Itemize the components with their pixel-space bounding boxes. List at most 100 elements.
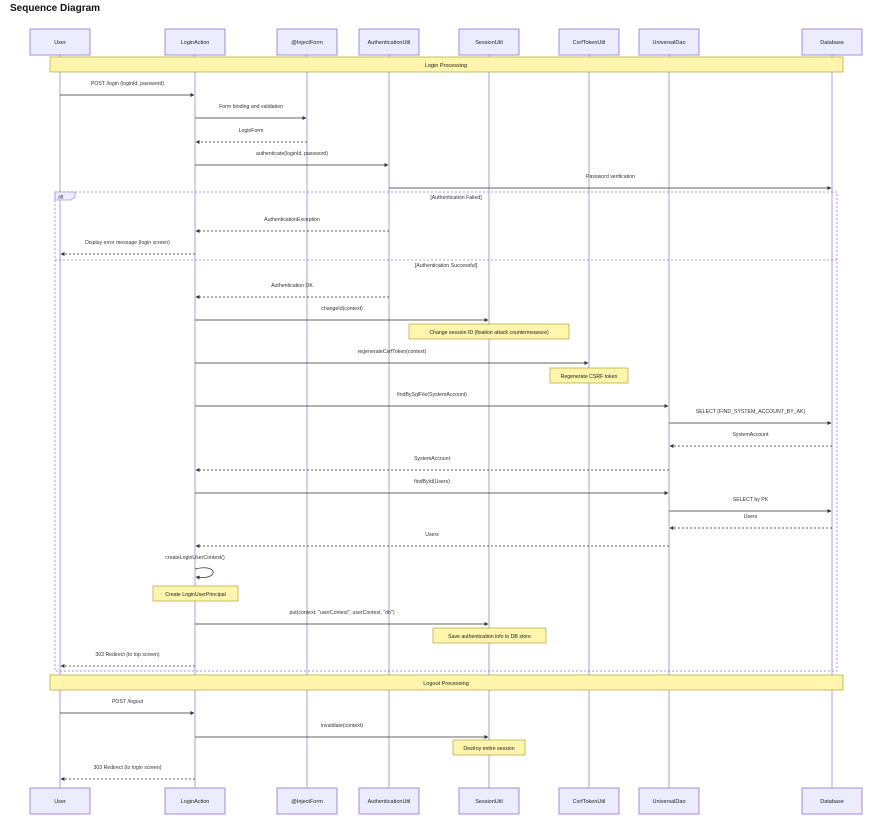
message: SystemAccount [195,456,669,472]
message: POST /login (loginId, password) [60,81,195,97]
message: changeId(context) [195,306,489,322]
actor-label: @InjectForm [291,799,323,805]
message-label: SELECT by PK [733,497,769,503]
band-label: Logout Processing [423,681,469,687]
actor-dao-bottom: UniversalDao [638,787,700,815]
message: SELECT by PK [669,497,832,513]
actor-authutil-bottom: AuthenticationUtil [358,787,420,815]
message: invalidate(context) [195,723,489,739]
actor-label: SessionUtil [475,40,503,46]
alt-fragment: alt [Authentication Failed] [Authenticatio… [54,191,838,672]
actor-authutil-top: AuthenticationUtil [358,28,420,56]
note: Destroy entire session [452,739,526,756]
actor-label: SessionUtil [475,799,503,805]
actor-label: Database [820,799,844,805]
note: Regenerate CSRF token [549,367,629,384]
message-label: SystemAccount [414,456,451,462]
message-label: changeId(context) [321,306,363,312]
message: POST /logout [60,699,195,715]
alt-section-label: [Authentication Successful] [415,263,478,269]
band-login: Login Processing [49,56,844,73]
message: SELECT (FIND_SYSTEM_ACCOUNT_BY_AK) [669,409,832,425]
note-label: Create LoginUserPrincipal [165,592,226,598]
message-label: Authentication OK [271,283,313,289]
message: findById(Users) [195,479,669,495]
actor-injectform-bottom: @InjectForm [276,787,338,815]
message-label: Users [744,514,758,520]
note: Save authentication info to DB store [432,627,547,644]
page-title: Sequence Diagram [10,3,101,14]
message-label: findById(Users) [414,479,450,485]
message: Users [195,532,669,548]
note-label: Regenerate CSRF token [561,374,618,380]
message-label: authenticate(loginId, password) [256,151,328,157]
message-label: invalidate(context) [321,723,363,729]
message: AuthenticationException [195,217,389,233]
actor-csrfutil-top: CsrfTokenUtil [558,28,620,56]
message-label: regenerateCsrfToken(context) [358,349,427,355]
message-label: LoginForm [239,128,264,134]
alt-tag-label: alt [58,195,64,201]
note-label: Save authentication info to DB store [448,634,531,640]
message-label: Users [425,532,439,538]
actor-database-top: Database [801,28,863,56]
alt-section-label: [Authentication Failed] [430,195,482,201]
note: Create LoginUserPrincipal [152,585,239,602]
message-label: Form binding and validation [219,104,283,110]
message-label: AuthenticationException [264,217,320,223]
message-label: put(context, "userContext", userContext,… [289,610,394,616]
actor-dao-top: UniversalDao [638,28,700,56]
message-label: findBySqlFile(SystemAccount) [397,392,467,398]
actor-database-bottom: Database [801,787,863,815]
actor-loginaction-bottom: LoginAction [164,787,226,815]
message: authenticate(loginId, password) [195,151,389,167]
message: createLoginUserContext() [165,555,225,580]
message: 303 Redirect (to top screen) [60,652,195,668]
message: Users [669,514,832,530]
actor-label: CsrfTokenUtil [573,799,606,805]
message: Authentication OK [195,283,389,299]
message: 303 Redirect (to login screen) [60,765,195,781]
message-label: SELECT (FIND_SYSTEM_ACCOUNT_BY_AK) [696,409,806,415]
message-label: 303 Redirect (to login screen) [93,765,161,771]
message-label: POST /login (loginId, password) [91,81,164,87]
actor-label: UniversalDao [652,40,685,46]
message: SystemAccount [669,432,832,448]
actor-label: User [54,799,66,805]
actor-label: AuthenticationUtil [368,40,411,46]
actor-label: User [54,40,66,46]
message: findBySqlFile(SystemAccount) [195,392,669,408]
actor-injectform-top: @InjectForm [276,28,338,56]
actor-user-bottom: User [29,787,91,815]
band-label: Login Processing [425,63,467,69]
actor-label: @InjectForm [291,40,323,46]
message-label: SystemAccount [732,432,769,438]
message-label: createLoginUserContext() [165,555,225,561]
message: regenerateCsrfToken(context) [195,349,589,365]
message: LoginForm [195,128,307,144]
actor-sessionutil-top: SessionUtil [458,28,520,56]
actor-label: UniversalDao [652,799,685,805]
actor-loginaction-top: LoginAction [164,28,226,56]
actor-label: AuthenticationUtil [368,799,411,805]
actor-sessionutil-bottom: SessionUtil [458,787,520,815]
actor-csrfutil-bottom: CsrfTokenUtil [558,787,620,815]
message: Password verification [389,174,832,190]
message-label: Password verification [586,174,635,180]
actor-label: CsrfTokenUtil [573,40,606,46]
note: Change session ID (fixation attack count… [408,323,570,340]
message-label: 303 Redirect (to top screen) [95,652,160,658]
message: Form binding and validation [195,104,307,120]
message-label: Display error message (login screen) [85,240,170,246]
message: Display error message (login screen) [60,240,195,256]
note-label: Destroy entire session [463,746,514,752]
note-label: Change session ID (fixation attack count… [429,330,549,336]
actor-label: Database [820,40,844,46]
actor-user-top: User [29,28,91,56]
actor-label: LoginAction [181,799,210,805]
message-label: POST /logout [112,699,144,705]
message: put(context, "userContext", userContext,… [195,610,489,626]
alt-tag: alt [54,191,76,201]
band-logout: Logout Processing [49,674,844,691]
